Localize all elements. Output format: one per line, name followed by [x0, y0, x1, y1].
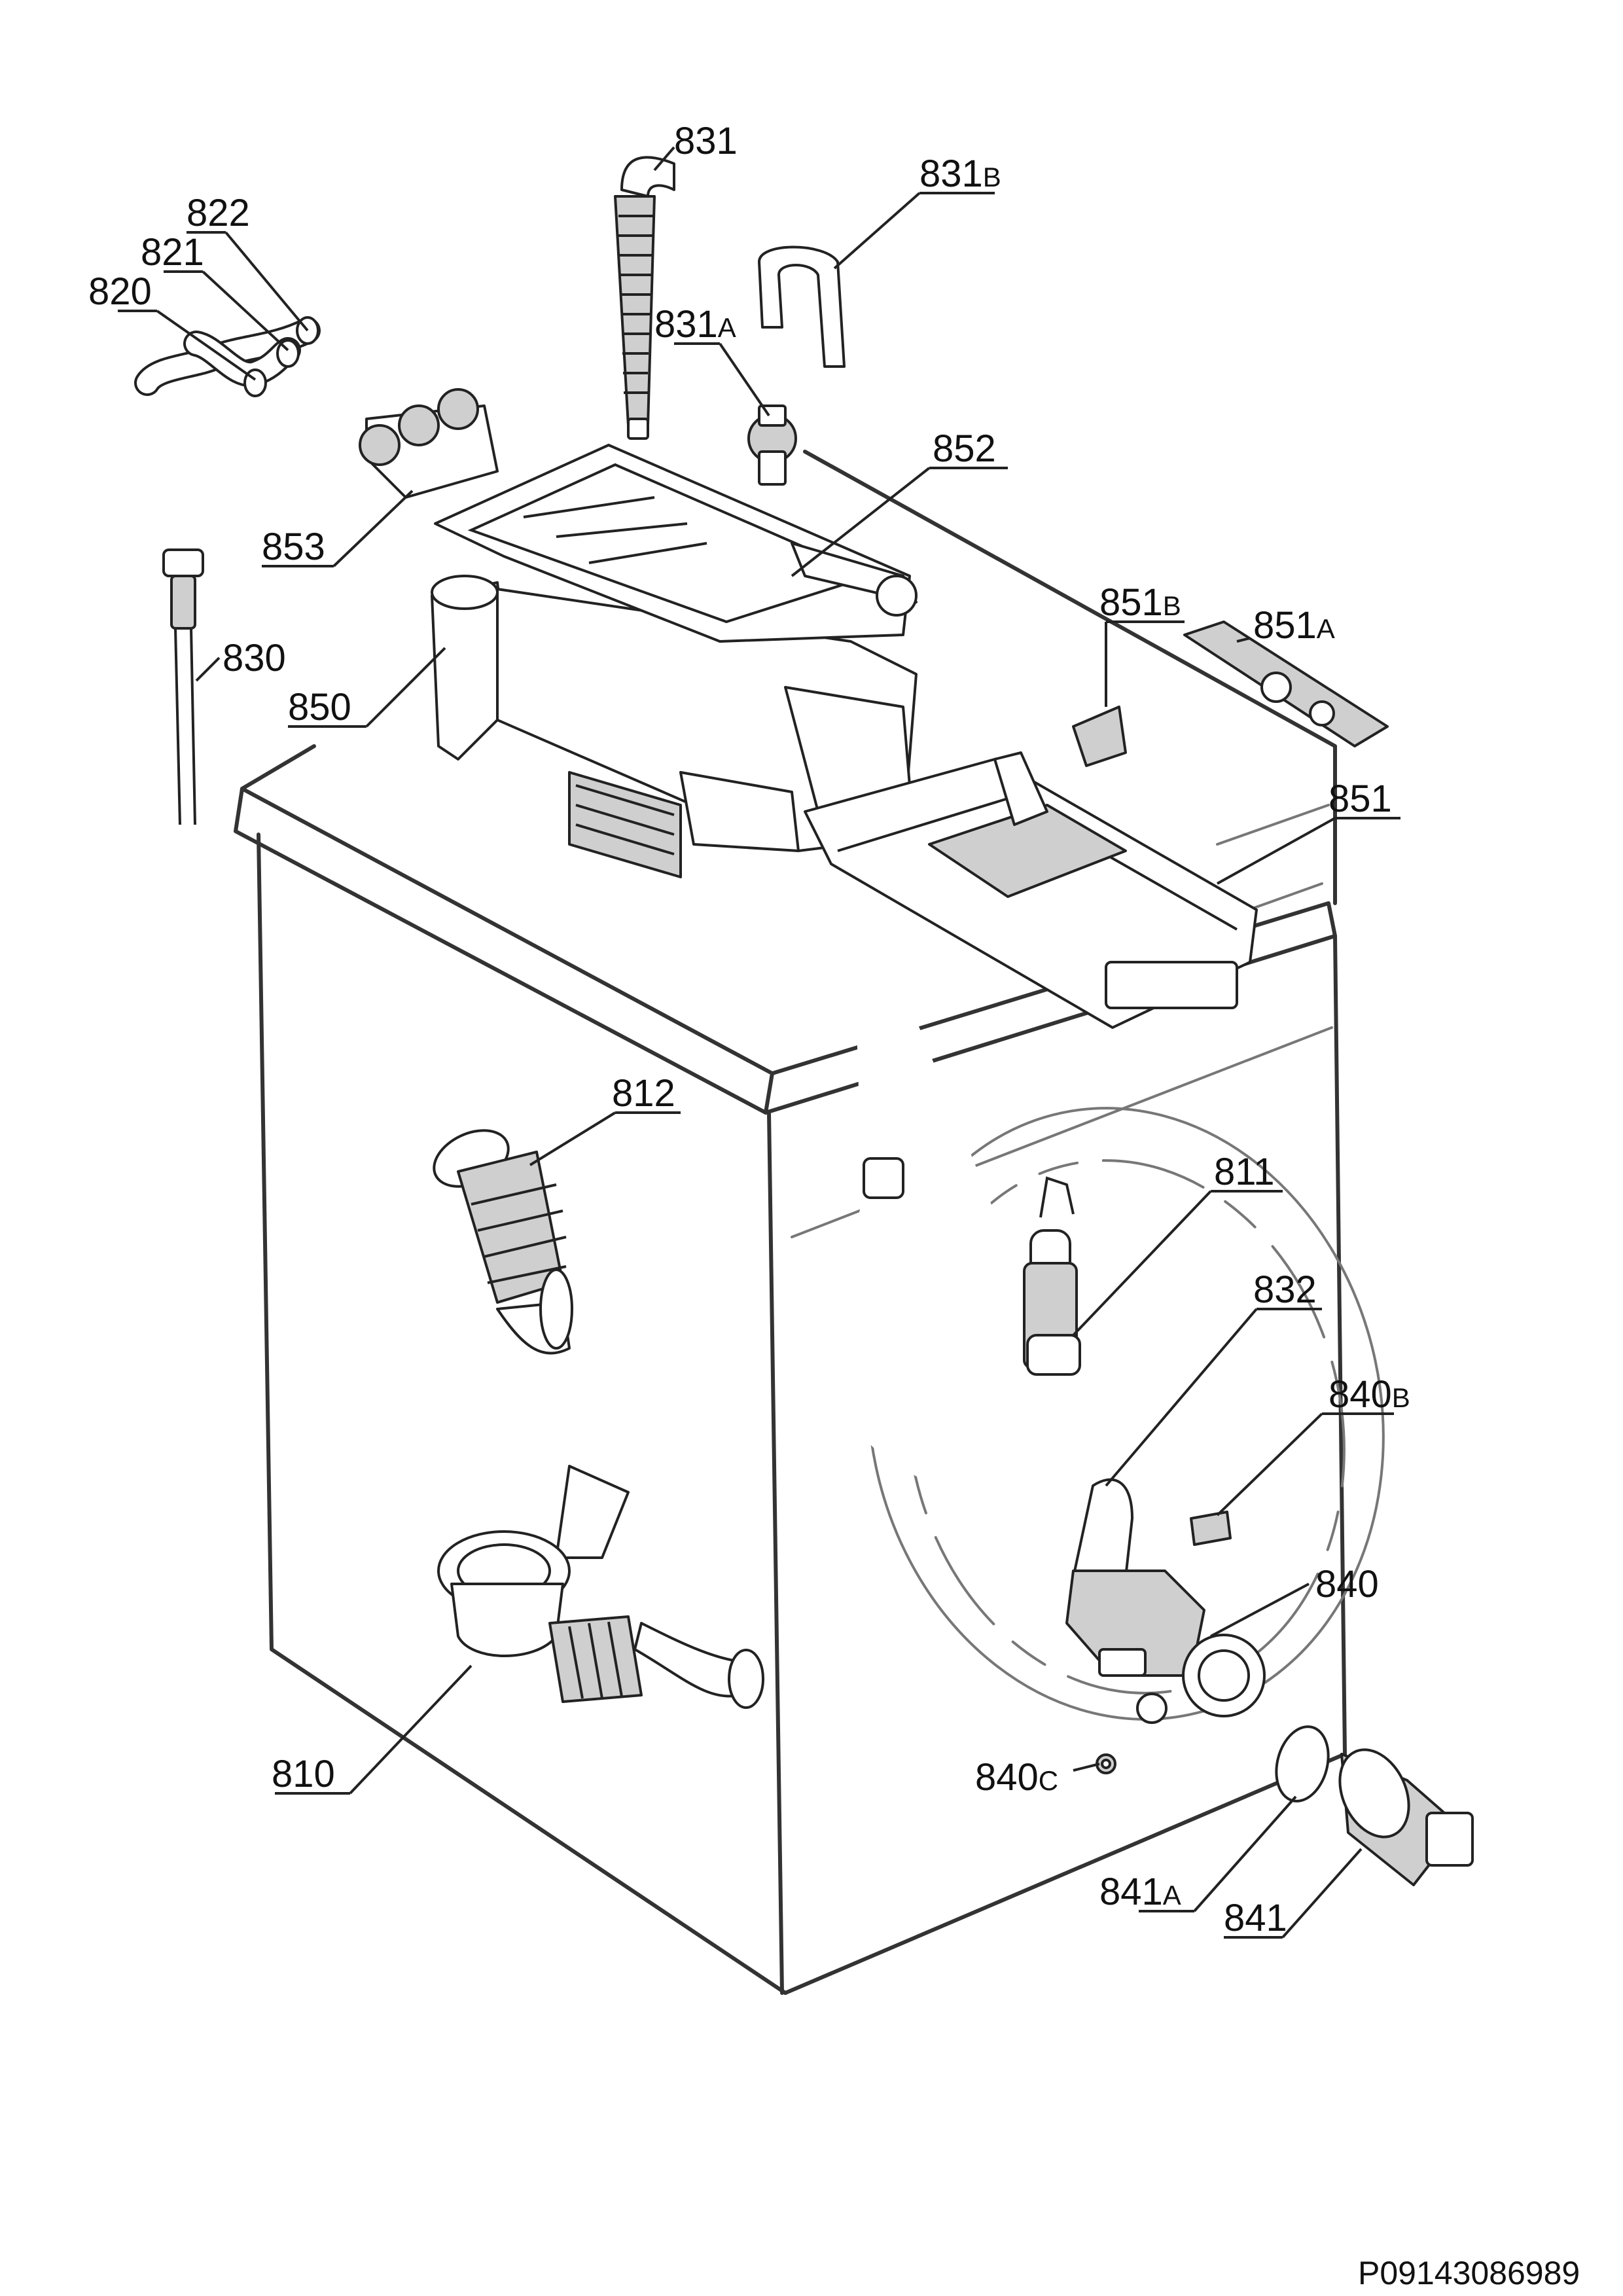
label-841a: 841A: [1099, 1871, 1181, 1913]
dispenser-lid-852: [434, 444, 918, 643]
label-832: 832: [1253, 1268, 1317, 1311]
drain-pump-840: [1065, 1478, 1266, 1724]
hoses-820-821-822: [134, 316, 321, 397]
label-810: 810: [272, 1753, 335, 1795]
label-853: 853: [262, 526, 325, 568]
document-id: P09143086989: [1358, 2255, 1580, 2291]
seal-ring-841a: [1275, 1725, 1330, 1803]
sump-hose-810: [437, 1465, 764, 1709]
label-831: 831: [674, 120, 738, 162]
bellows-hose-812: [433, 1129, 573, 1355]
label-852: 852: [933, 427, 996, 470]
nut-840c: [1096, 1753, 1116, 1774]
pressure-chamber-811: [1023, 1176, 1081, 1376]
label-811: 811: [1214, 1151, 1274, 1193]
drawer-handle-851a: [1183, 620, 1389, 747]
label-820: 820: [88, 270, 152, 313]
tub-front-outline: [866, 1107, 1385, 1721]
label-840c: 840C: [975, 1756, 1058, 1799]
detergent-drawer-851: [804, 751, 1258, 1029]
inlet-valve-853: [359, 388, 499, 499]
label-821: 821: [141, 231, 204, 274]
callout-labels: 822 821 820 831 831B 831A 852 853 830 85…: [88, 120, 1410, 1939]
leader-lines: [118, 146, 1400, 1939]
clip-840b: [1190, 1511, 1232, 1546]
hose-hook-831b: [758, 245, 846, 368]
siphon-851b: [1072, 706, 1127, 767]
label-831a: 831A: [654, 303, 736, 346]
label-822: 822: [187, 192, 250, 234]
label-841: 841: [1224, 1897, 1287, 1939]
inlet-hose-830: [162, 548, 204, 825]
label-850: 850: [288, 686, 351, 728]
label-830: 830: [223, 637, 286, 679]
label-851b: 851B: [1099, 581, 1181, 624]
label-851: 851: [1329, 778, 1392, 820]
dispenser-housing-850: [431, 575, 918, 878]
clip-831a: [747, 404, 797, 486]
label-840b: 840B: [1329, 1373, 1410, 1416]
label-812: 812: [612, 1072, 675, 1115]
label-831b: 831B: [919, 152, 1001, 195]
label-840: 840: [1315, 1563, 1379, 1605]
hose-831: [614, 156, 675, 440]
filter-841: [1338, 1748, 1474, 1886]
label-851a: 851A: [1253, 604, 1335, 647]
